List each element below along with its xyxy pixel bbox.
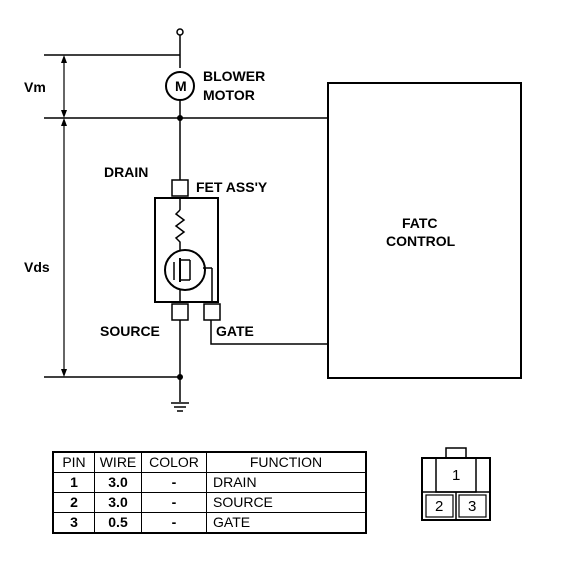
header-color: COLOR [141, 451, 207, 473]
header-wire: WIRE [94, 451, 142, 473]
source-terminal [171, 303, 189, 321]
vds-arrow-bottom [61, 369, 67, 377]
connector-pin-2: 2 [435, 498, 444, 515]
connector-pin-1: 1 [452, 467, 461, 484]
pin-cell: 2 [52, 492, 95, 513]
gate-terminal [203, 303, 221, 321]
supply-terminal [176, 28, 184, 36]
blower-motor-label-line1: BLOWER [203, 68, 266, 84]
pin-cell: 1 [52, 472, 95, 493]
table-row: 1 3.0 - DRAIN [52, 472, 367, 493]
vm-arrow-top [61, 55, 67, 63]
vm-arrow-bottom [61, 110, 67, 118]
fet-assy-label: FET ASS'Y [196, 179, 268, 195]
source-label: SOURCE [100, 323, 160, 339]
fatc-label-line2: CONTROL [386, 233, 456, 249]
header-function: FUNCTION [206, 451, 367, 473]
wire-cell: 0.5 [94, 512, 142, 534]
pin-function-table: PIN WIRE COLOR FUNCTION 1 3.0 - DRAIN 2 … [52, 451, 367, 534]
mosfet-symbol [164, 249, 206, 291]
fatc-label-line1: FATC [402, 215, 438, 231]
color-cell: - [141, 492, 207, 513]
table-row: 2 3.0 - SOURCE [52, 492, 367, 513]
fatc-control-box [327, 82, 522, 379]
color-cell: - [141, 512, 207, 534]
header-pin: PIN [52, 451, 95, 473]
ground-junction-dot [177, 374, 183, 380]
pin-cell: 3 [52, 512, 95, 534]
connector-pin-3: 3 [468, 498, 477, 515]
connector-diagram [421, 447, 491, 521]
wire-cell: 3.0 [94, 472, 142, 493]
drain-label: DRAIN [104, 164, 149, 180]
function-cell: SOURCE [206, 492, 367, 513]
fet-inner-resistor [174, 209, 186, 250]
vds-arrow-top [61, 118, 67, 126]
drain-terminal [171, 179, 189, 197]
vm-label: Vm [24, 79, 46, 95]
fet-assembly-box [154, 197, 219, 303]
function-cell: GATE [206, 512, 367, 534]
table-row: 3 0.5 - GATE [52, 512, 367, 534]
vds-label: Vds [24, 259, 50, 275]
gate-to-fatc-wire [210, 320, 328, 345]
motor-symbol-letter: M [175, 78, 187, 94]
wire-cell: 3.0 [94, 492, 142, 513]
table-header-row: PIN WIRE COLOR FUNCTION [52, 451, 367, 473]
blower-motor-label-line2: MOTOR [203, 87, 255, 103]
color-cell: - [141, 472, 207, 493]
gate-label: GATE [216, 323, 254, 339]
function-cell: DRAIN [206, 472, 367, 493]
